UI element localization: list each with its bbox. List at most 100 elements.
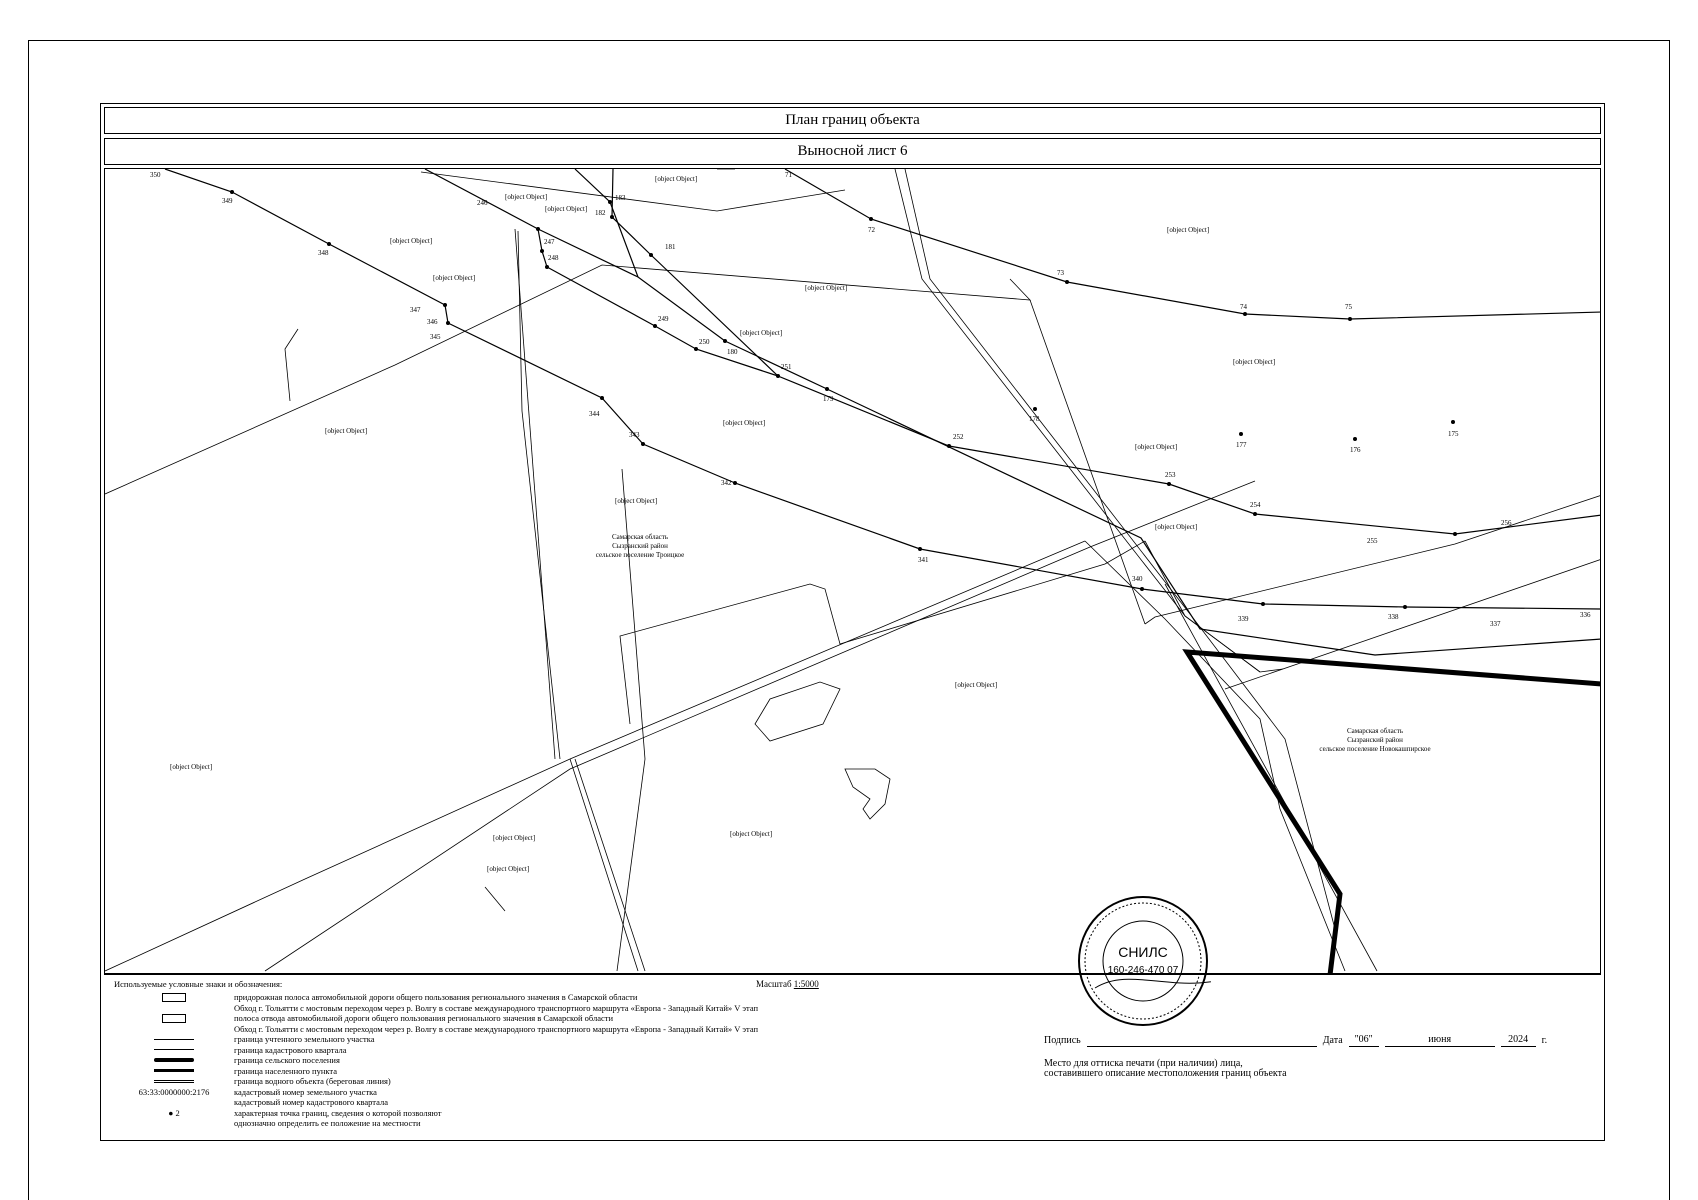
point-label: 248 bbox=[548, 254, 559, 262]
point-label: 71 bbox=[785, 171, 793, 179]
legend-row: 63:33:0000000:2176 кадастровый номер земе… bbox=[114, 1087, 964, 1098]
point-label: 181 bbox=[665, 243, 676, 251]
parcel-label: [object Object] bbox=[615, 497, 657, 505]
point-label: 255 bbox=[1367, 537, 1378, 545]
point-label: 336 bbox=[1580, 611, 1591, 619]
point-label: 178 bbox=[1029, 415, 1040, 423]
parcel-label: [object Object] bbox=[1155, 523, 1197, 531]
right-of-way-symbol bbox=[162, 1013, 186, 1023]
date-day: "06" bbox=[1348, 1034, 1379, 1047]
legend-text: граница кадастрового квартала bbox=[234, 1044, 347, 1055]
seal-stamp: СНИЛС 160-246-470 07 bbox=[1078, 896, 1211, 1026]
stamp-note-line2: составившего описание местоположения гра… bbox=[1044, 1068, 1287, 1079]
parcel-label: [object Object] bbox=[493, 834, 535, 842]
point-label: 253 bbox=[1165, 471, 1176, 479]
legend-row: граница кадастрового квартала bbox=[114, 1045, 964, 1056]
point-numbers: 350 349 348 347 346 345 344 343 342 341 … bbox=[150, 171, 1591, 628]
point-label: 249 bbox=[658, 315, 669, 323]
legend-text: придорожная полоса автомобильной дороги … bbox=[234, 992, 638, 1002]
parcel-label: [object Object] bbox=[805, 284, 847, 292]
signature-row: Подпись Дата "06" июня 2024 г. bbox=[1044, 1034, 1594, 1047]
parcel-labels: [object Object] [object Object] [object … bbox=[170, 175, 1275, 873]
legend-text: характерная точка границ, сведения о кот… bbox=[234, 1107, 442, 1118]
area-note-line: сельское поселение Троицкое bbox=[596, 551, 685, 559]
legend-text: полоса отвода автомобильной дороги общег… bbox=[234, 1013, 614, 1023]
area-note-line: Сызранский район bbox=[612, 542, 668, 550]
legend: Используемые условные знаки и обозначени… bbox=[104, 974, 1601, 1137]
parcel-label: [object Object] bbox=[723, 419, 765, 427]
point-label: 175 bbox=[1448, 430, 1459, 438]
point-label: 182 bbox=[595, 209, 606, 217]
legend-text: граница населенного пункта bbox=[234, 1065, 337, 1076]
date-year: 2024 bbox=[1500, 1034, 1536, 1047]
parcel-label: [object Object] bbox=[170, 763, 212, 771]
legend-text: кадастровый номер земельного участка bbox=[234, 1086, 377, 1097]
parcel-label: [object Object] bbox=[740, 329, 782, 337]
date-label: Дата bbox=[1322, 1035, 1343, 1046]
legend-row: однозначно определить ее положение на ме… bbox=[114, 1118, 964, 1129]
area-note-line: Самарская область bbox=[612, 533, 668, 541]
legend-text: граница водного объекта (береговая линия… bbox=[234, 1076, 391, 1086]
map-area: 350 349 348 347 346 345 344 343 342 341 … bbox=[104, 168, 1601, 974]
point-label: 345 bbox=[430, 333, 441, 341]
area-note-line: сельское поселение Новокашпирское bbox=[1319, 745, 1430, 753]
parcel-label: [object Object] bbox=[730, 830, 772, 838]
parcel-label: [object Object] bbox=[325, 427, 367, 435]
parcel-label: [object Object] bbox=[1167, 226, 1209, 234]
scale: Масштаб 1:5000 bbox=[756, 979, 819, 990]
point-label: 347 bbox=[410, 306, 421, 314]
parcel-boundaries bbox=[105, 169, 1600, 972]
legend-text: Обход г. Тольятти с мостовым переходом ч… bbox=[234, 1002, 759, 1013]
frame-right-line bbox=[1669, 40, 1670, 1200]
point-label: 247 bbox=[544, 238, 555, 246]
frame-left-line bbox=[28, 40, 29, 1200]
point-label: 342 bbox=[721, 479, 732, 487]
parcel-label: [object Object] bbox=[433, 274, 475, 282]
legend-row: полоса отвода автомобильной дороги общег… bbox=[114, 1013, 964, 1024]
characteristic-points bbox=[230, 190, 1457, 609]
area-note-east: Самарская область Сызранский район сельс… bbox=[1319, 727, 1430, 753]
legend-row: кадастровый номер кадастрового квартала bbox=[114, 1097, 964, 1108]
locality-boundary-symbol bbox=[154, 1069, 194, 1073]
parcel-label: [object Object] bbox=[505, 193, 547, 201]
sign-label: Подпись bbox=[1044, 1035, 1081, 1046]
plan-title: План границ объекта bbox=[104, 107, 1601, 134]
legend-text: однозначно определить ее положение на ме… bbox=[234, 1118, 421, 1128]
year-suffix: г. bbox=[1541, 1035, 1548, 1046]
point-label: 339 bbox=[1238, 615, 1249, 623]
scale-value: 1:5000 bbox=[793, 979, 819, 989]
signature-block: Подпись Дата "06" июня 2024 г. Место для… bbox=[1044, 1034, 1594, 1080]
parcel-label: [object Object] bbox=[390, 237, 432, 245]
frame-top-line bbox=[28, 40, 1670, 41]
legend-row: придорожная полоса автомобильной дороги … bbox=[114, 992, 964, 1003]
sheet-subtitle: Выносной лист 6 bbox=[104, 138, 1601, 165]
area-note-west: Самарская область Сызранский район сельс… bbox=[596, 533, 685, 559]
quarter-boundary-symbol bbox=[154, 1049, 194, 1051]
point-label: 346 bbox=[427, 318, 438, 326]
point-label: 343 bbox=[629, 431, 640, 439]
cadastral-map: 350 349 348 347 346 345 344 343 342 341 … bbox=[105, 169, 1600, 973]
parcel-label: [object Object] bbox=[655, 175, 697, 183]
point-label: 74 bbox=[1240, 303, 1248, 311]
legend-text: граница учтенного земельного участка bbox=[234, 1034, 375, 1044]
cadastral-number-example: 63:33:0000000:2176 bbox=[138, 1086, 210, 1097]
legend-row: граница учтенного земельного участка bbox=[114, 1034, 964, 1045]
point-label: 177 bbox=[1236, 441, 1247, 449]
point-label: 250 bbox=[699, 338, 710, 346]
stamp-text: СНИЛС bbox=[1118, 944, 1168, 960]
area-note-line: Самарская область bbox=[1347, 727, 1403, 735]
point-label: 183 bbox=[615, 194, 626, 202]
legend-row: Обход г. Тольятти с мостовым переходом ч… bbox=[114, 1003, 964, 1014]
date-month: июня bbox=[1384, 1034, 1495, 1047]
parcel-label: [object Object] bbox=[545, 205, 587, 213]
legend-rows: придорожная полоса автомобильной дороги … bbox=[114, 992, 964, 1129]
point-label: 72 bbox=[868, 226, 876, 234]
point-label: 73 bbox=[1057, 269, 1065, 277]
settlement-boundary bbox=[1182, 649, 1600, 973]
parcel-boundary-symbol bbox=[154, 1038, 194, 1040]
legend-text: Обход г. Тольятти с мостовым переходом ч… bbox=[234, 1023, 759, 1034]
point-label: 338 bbox=[1388, 613, 1399, 621]
point-label: 180 bbox=[727, 348, 738, 356]
area-note-line: Сызранский район bbox=[1347, 736, 1403, 744]
